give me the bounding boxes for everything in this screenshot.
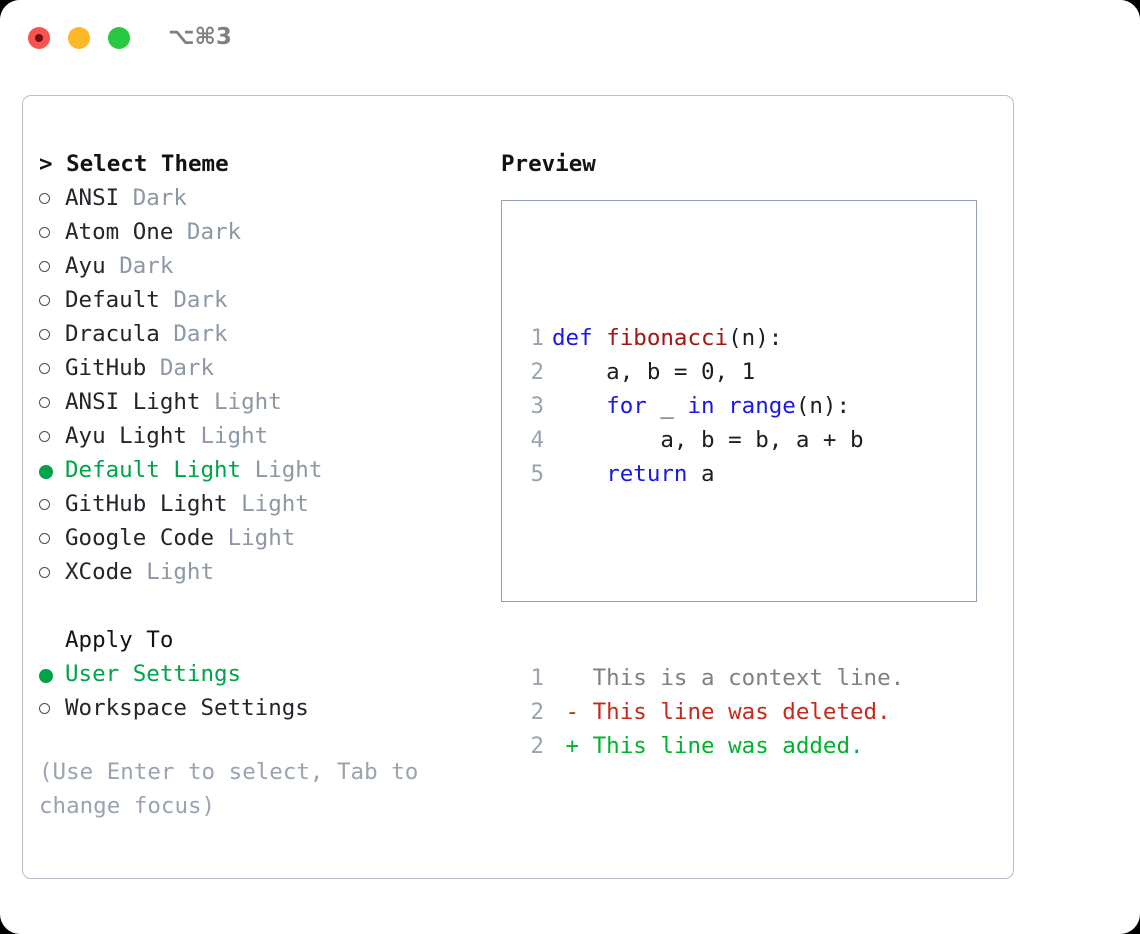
code-token: fibonacci [606, 325, 729, 351]
apply-to-name: User Settings [65, 661, 242, 687]
theme-variant-badge: Light [200, 423, 269, 449]
theme-variant-badge: Light [254, 457, 323, 483]
traffic-light-group [28, 27, 130, 49]
theme-list-item[interactable]: Dracula Dark [39, 317, 489, 351]
line-number: 3 [530, 393, 544, 419]
code-diff-spacer [518, 559, 904, 593]
code-line: 1 def fibonacci(n): [518, 321, 904, 355]
theme-name: ANSI Light [65, 389, 201, 415]
theme-name: Ayu [65, 253, 106, 279]
theme-list-item[interactable]: Ayu Dark [39, 249, 489, 283]
theme-name: Dracula [65, 321, 160, 347]
code-token [552, 393, 606, 419]
title-bar: ⌥⌘3 [0, 0, 1140, 78]
code-token: _ [646, 393, 688, 419]
code-line: 5 return a [518, 457, 904, 491]
maximize-button[interactable] [108, 27, 130, 49]
line-number: 1 [530, 325, 544, 351]
theme-name: Default Light [65, 457, 242, 483]
apply-to-label: Apply To [65, 627, 174, 653]
theme-list-item[interactable]: XCode Light [39, 555, 489, 589]
code-token [715, 393, 729, 419]
minimize-button[interactable] [68, 27, 90, 49]
theme-variant-badge: Dark [132, 185, 187, 211]
code-token: in [687, 393, 715, 419]
keyboard-shortcut-label: ⌥⌘3 [168, 24, 232, 50]
apply-to-name: Workspace Settings [65, 695, 309, 721]
diff-line: 1 This is a context line. [518, 661, 904, 695]
code-line: 2 a, b = 0, 1 [518, 355, 904, 389]
theme-name: Google Code [65, 525, 215, 551]
select-theme-header: > Select Theme [39, 151, 229, 177]
code-token: (n): [795, 393, 851, 419]
theme-name: Default [65, 287, 160, 313]
theme-variant-badge: Dark [186, 219, 242, 245]
theme-variant-badge: Dark [159, 355, 215, 381]
close-button[interactable] [28, 27, 50, 49]
theme-list-item[interactable]: ANSI Light Light [39, 385, 489, 419]
preview-title: Preview [501, 151, 596, 177]
code-token: a, b = 0, 1 [552, 359, 756, 385]
theme-variant-badge: Dark [173, 287, 228, 313]
theme-name: Atom One [65, 219, 174, 245]
theme-list-item[interactable]: ANSI Dark [39, 181, 489, 215]
theme-list-item[interactable]: Atom One Dark [39, 215, 489, 249]
code-token: a [687, 461, 715, 487]
line-number: 2 [530, 733, 544, 759]
line-number: 2 [530, 699, 544, 725]
theme-variant-badge: Dark [119, 253, 174, 279]
theme-variant-badge: Dark [173, 321, 228, 347]
code-token: - This line was deleted. [552, 699, 891, 725]
line-number: 1 [530, 665, 544, 691]
theme-variant-badge: Light [241, 491, 309, 517]
list-spacer [39, 589, 489, 623]
diff-line: 2 + This line was added. [518, 729, 904, 763]
line-number: 2 [530, 359, 544, 385]
code-token: + This line was added. [552, 733, 864, 759]
theme-name: GitHub [65, 355, 147, 381]
theme-list-item[interactable]: Ayu Light Light [39, 419, 489, 453]
theme-name: XCode [65, 559, 133, 585]
theme-list-item[interactable]: Google Code Light [39, 521, 489, 555]
diff-sample: 1 This is a context line.2 - This line w… [518, 661, 904, 763]
code-token: This is a context line. [552, 665, 905, 691]
theme-variant-badge: Light [146, 559, 215, 585]
theme-list-item[interactable]: GitHub Light Light [39, 487, 489, 521]
code-token: return [606, 461, 688, 487]
theme-list-item[interactable]: Default Dark [39, 283, 489, 317]
theme-variant-badge: Light [227, 525, 296, 551]
line-number: 5 [530, 461, 544, 487]
theme-name: GitHub Light [65, 491, 228, 517]
code-token [552, 461, 606, 487]
code-line: 3 for _ in range(n): [518, 389, 904, 423]
code-token: def [552, 325, 607, 351]
code-token: (n): [728, 325, 783, 351]
theme-name: Ayu Light [65, 423, 187, 449]
line-number: 4 [530, 427, 544, 453]
theme-name: ANSI [65, 185, 120, 211]
code-token: a, b = b, a + b [552, 427, 864, 453]
code-token: range [728, 393, 796, 419]
code-token: for [606, 393, 647, 419]
diff-line: 2 - This line was deleted. [518, 695, 904, 729]
keyboard-hint-text: (Use Enter to select, Tab to change focu… [39, 759, 419, 819]
theme-variant-badge: Light [214, 389, 282, 415]
theme-list-item[interactable]: Default Light Light [39, 453, 489, 487]
code-line: 4 a, b = b, a + b [518, 423, 904, 457]
apply-to-item[interactable]: Workspace Settings [39, 691, 489, 725]
theme-list-item[interactable]: GitHub Dark [39, 351, 489, 385]
apply-to-item[interactable]: User Settings [39, 657, 489, 691]
